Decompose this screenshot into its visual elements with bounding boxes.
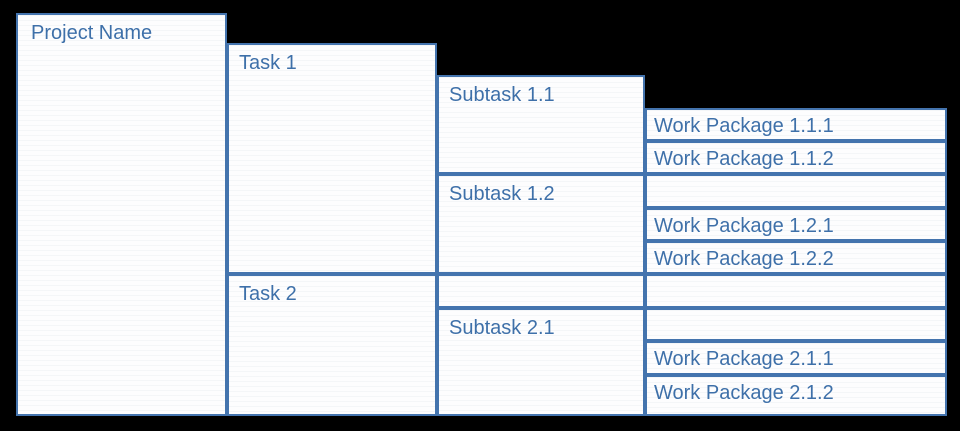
wbs-node-label: Work Package 2.1.1 <box>654 348 834 370</box>
wbs-box-subtask-1-2: Subtask 1.2 <box>437 174 645 274</box>
wbs-box-task-1: Task 1 <box>227 43 437 274</box>
wbs-box-work-package-1-2-2: Work Package 1.2.2 <box>645 241 947 274</box>
wbs-node-label: Project Name <box>31 22 153 44</box>
wbs-box-work-package-2-1-1: Work Package 2.1.1 <box>645 341 947 375</box>
wbs-box-subtask-1-1: Subtask 1.1 <box>437 75 645 174</box>
wbs-node-label: Subtask 2.1 <box>449 317 555 339</box>
wbs-empty-cell-work-package-column <box>645 174 947 208</box>
wbs-box-work-package-1-1-2: Work Package 1.1.2 <box>645 141 947 174</box>
wbs-empty-cell-work-package-column <box>645 308 947 341</box>
wbs-box-project-name: Project Name <box>16 13 227 416</box>
wbs-node-label: Task 1 <box>239 52 297 74</box>
wbs-box-work-package-1-1-1: Work Package 1.1.1 <box>645 108 947 141</box>
wbs-node-label: Work Package 1.2.1 <box>654 215 834 237</box>
wbs-box-work-package-1-2-1: Work Package 1.2.1 <box>645 208 947 241</box>
wbs-box-work-package-2-1-2: Work Package 2.1.2 <box>645 375 947 416</box>
wbs-node-label: Subtask 1.2 <box>449 183 555 205</box>
wbs-empty-cell-subtask-column <box>437 274 645 308</box>
wbs-node-label: Work Package 2.1.2 <box>654 382 834 404</box>
wbs-node-label: Subtask 1.1 <box>449 84 555 106</box>
wbs-node-label: Work Package 1.2.2 <box>654 248 834 270</box>
wbs-node-label: Work Package 1.1.2 <box>654 148 834 170</box>
wbs-empty-cell-work-package-column <box>645 274 947 308</box>
wbs-box-task-2: Task 2 <box>227 274 437 416</box>
wbs-node-label: Work Package 1.1.1 <box>654 115 834 137</box>
wbs-node-label: Task 2 <box>239 283 297 305</box>
wbs-box-subtask-2-1: Subtask 2.1 <box>437 308 645 416</box>
